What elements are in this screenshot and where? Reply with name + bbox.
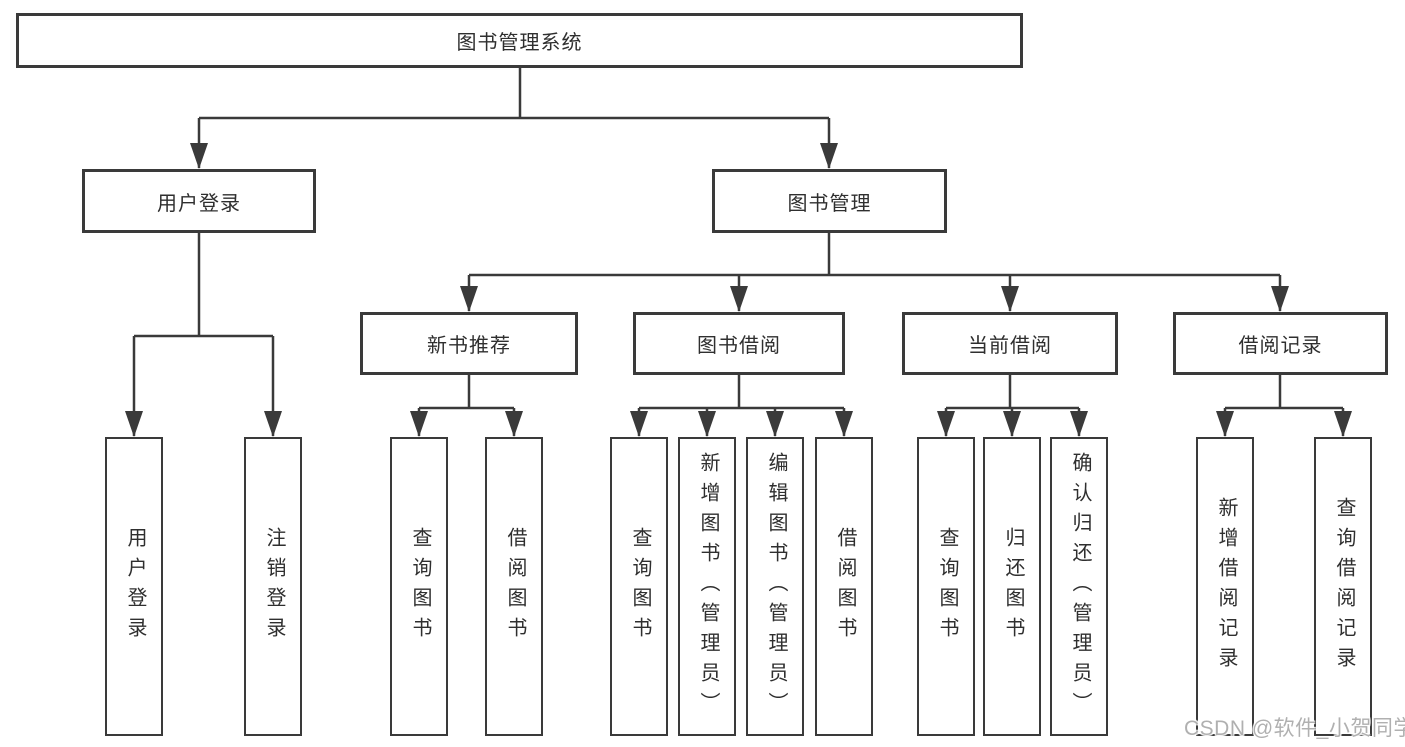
watermark-text: CSDN @软件_小贺同学 — [1184, 717, 1405, 740]
leaf-borrow-books-borrowing: 借阅图书 — [815, 437, 873, 736]
leaf-query-books-recommend: 查询图书 — [390, 437, 448, 736]
node-user-login: 用户登录 — [82, 169, 316, 233]
node-book-management: 图书管理 — [712, 169, 947, 233]
node-new-book-recommendation: 新书推荐 — [360, 312, 578, 375]
leaf-add-borrow-record: 新增借阅记录 — [1196, 437, 1254, 736]
node-current-borrowing: 当前借阅 — [902, 312, 1118, 375]
leaf-query-books-current: 查询图书 — [917, 437, 975, 736]
leaf-user-login: 用户登录 — [105, 437, 163, 736]
node-library-management-system: 图书管理系统 — [16, 13, 1023, 68]
leaf-logout: 注销登录 — [244, 437, 302, 736]
leaf-confirm-return-admin: 确认归还（管理员） — [1050, 437, 1108, 736]
node-borrowing-records: 借阅记录 — [1173, 312, 1388, 375]
leaf-borrow-books-recommend: 借阅图书 — [485, 437, 543, 736]
leaf-return-books: 归还图书 — [983, 437, 1041, 736]
leaf-edit-books-admin: 编辑图书（管理员） — [746, 437, 804, 736]
leaf-query-borrow-record: 查询借阅记录 — [1314, 437, 1372, 736]
leaf-add-books-admin: 新增图书（管理员） — [678, 437, 736, 736]
leaf-query-books-borrowing: 查询图书 — [610, 437, 668, 736]
node-book-borrowing: 图书借阅 — [633, 312, 845, 375]
